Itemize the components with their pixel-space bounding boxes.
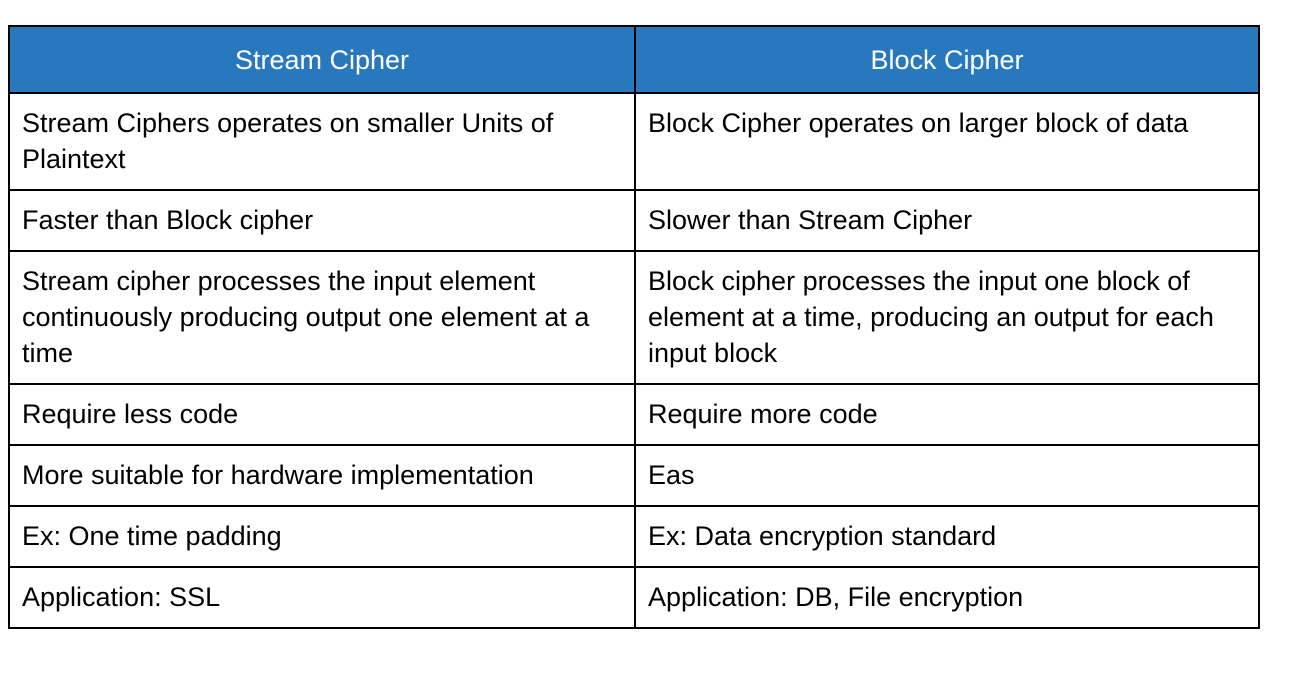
table-cell-text: Eas bbox=[648, 460, 695, 490]
table-cell-text: Ex: One time padding bbox=[22, 521, 282, 551]
table-row: Stream Ciphers operates on smaller Units… bbox=[8, 92, 1260, 191]
table-row: Ex: One time padding Ex: Data encryption… bbox=[8, 505, 1260, 568]
column-header-stream-cipher: Stream Cipher bbox=[8, 25, 636, 94]
table-cell-text: Ex: Data encryption standard bbox=[648, 521, 997, 551]
table-cell-stream: Stream Ciphers operates on smaller Units… bbox=[8, 92, 636, 191]
table-cell-text: Block Cipher operates on larger block of… bbox=[648, 108, 1189, 138]
table-cell-stream: Require less code bbox=[8, 383, 636, 446]
column-header-block-cipher: Block Cipher bbox=[634, 25, 1260, 94]
table-cell-block: Ex: Data encryption standard bbox=[634, 505, 1260, 568]
column-header-stream-cipher-label: Stream Cipher bbox=[234, 44, 410, 75]
table-cell-stream: Faster than Block cipher bbox=[8, 189, 636, 252]
table-cell-text: Faster than Block cipher bbox=[22, 205, 314, 235]
table-cell-text: Stream cipher processes the input elemen… bbox=[22, 266, 590, 368]
table-cell-block: Slower than Stream Cipher bbox=[634, 189, 1260, 252]
table-cell-text: More suitable for hardware implementatio… bbox=[22, 460, 534, 490]
table-cell-text: Require more code bbox=[648, 399, 878, 429]
table-cell-text: Application: SSL bbox=[22, 582, 221, 612]
table-row: Stream cipher processes the input elemen… bbox=[8, 250, 1260, 385]
table-cell-text: Stream Ciphers operates on smaller Units… bbox=[22, 108, 554, 174]
table-cell-stream: More suitable for hardware implementatio… bbox=[8, 444, 636, 507]
table-cell-block: Eas bbox=[634, 444, 1260, 507]
table-cell-stream: Application: SSL bbox=[8, 566, 636, 629]
table-row: Faster than Block cipher Slower than Str… bbox=[8, 189, 1260, 252]
table-header-row: Stream Cipher Block Cipher bbox=[8, 25, 1260, 94]
table-cell-block: Block Cipher operates on larger block of… bbox=[634, 92, 1260, 191]
table-cell-stream: Stream cipher processes the input elemen… bbox=[8, 250, 636, 385]
table-header: Stream Cipher Block Cipher bbox=[8, 25, 1260, 94]
table-cell-block: Application: DB, File encryption bbox=[634, 566, 1260, 629]
table-row: Require less code Require more code bbox=[8, 383, 1260, 446]
table-cell-text: Block cipher processes the input one blo… bbox=[648, 266, 1214, 368]
table-cell-text: Application: DB, File encryption bbox=[648, 582, 1024, 612]
table-row: Application: SSL Application: DB, File e… bbox=[8, 566, 1260, 629]
column-header-block-cipher-label: Block Cipher bbox=[870, 44, 1024, 75]
table-row: More suitable for hardware implementatio… bbox=[8, 444, 1260, 507]
table-cell-text: Slower than Stream Cipher bbox=[648, 205, 973, 235]
table-body: Stream Ciphers operates on smaller Units… bbox=[8, 92, 1260, 629]
table-cell-block: Require more code bbox=[634, 383, 1260, 446]
cipher-comparison-table: Stream Cipher Block Cipher Stream Cipher… bbox=[8, 25, 1260, 629]
table-cell-block: Block cipher processes the input one blo… bbox=[634, 250, 1260, 385]
table-cell-stream: Ex: One time padding bbox=[8, 505, 636, 568]
table-cell-text: Require less code bbox=[22, 399, 239, 429]
